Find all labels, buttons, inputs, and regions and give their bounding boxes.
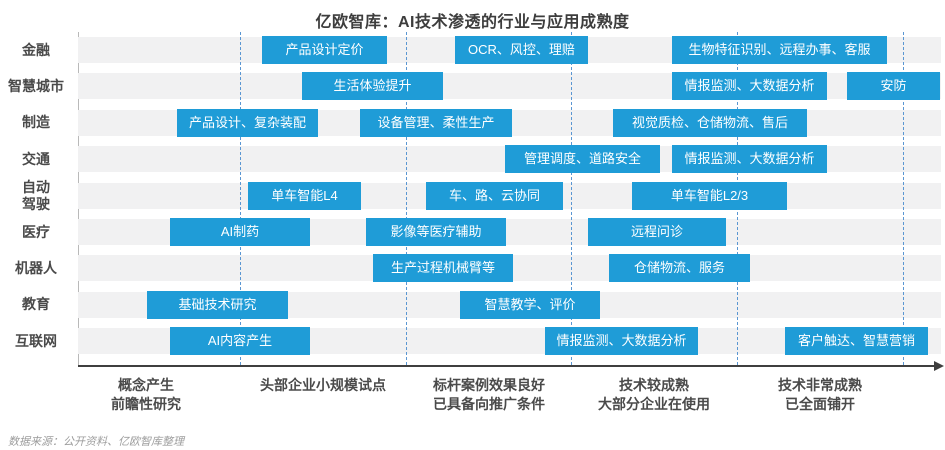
stage-label-line: 前瞻性研究 [111, 396, 181, 412]
industry-label: 机器人 [0, 260, 72, 277]
stage-label-line: 大部分企业在使用 [598, 396, 710, 412]
app-box: 管理调度、道路安全 [505, 145, 660, 174]
stage-label-line: 头部企业小规模试点 [260, 377, 386, 393]
industry-label-line: 金融 [22, 41, 50, 58]
industry-label: 智慧城市 [0, 78, 72, 95]
stage-label: 标杆案例效果良好已具备向推广条件 [394, 376, 584, 414]
industry-label: 交通 [0, 151, 72, 168]
stage-gridline [240, 32, 241, 365]
x-axis-arrow-icon [934, 361, 944, 371]
app-box: 视觉质检、仓储物流、售后 [613, 108, 807, 137]
stage-label-line: 概念产生 [118, 377, 174, 393]
app-box: 设备管理、柔性生产 [360, 108, 512, 137]
stage-label-line: 技术较成熟 [619, 377, 689, 393]
stage-gridline [903, 32, 904, 365]
industry-label-line: 交通 [22, 150, 50, 167]
industry-label-line: 教育 [22, 296, 50, 313]
app-box: 车、路、云协同 [426, 181, 563, 210]
industry-label: 医疗 [0, 224, 72, 241]
app-box: AI内容产生 [170, 327, 310, 356]
industry-label-line: 智慧城市 [8, 77, 64, 94]
app-box: 生活体验提升 [302, 72, 443, 101]
app-box: 单车智能L2/3 [632, 181, 787, 210]
app-box: AI制药 [170, 218, 310, 246]
app-box: 生物特征识别、远程办事、客服 [672, 36, 887, 64]
industry-label: 制造 [0, 114, 72, 131]
industry-label: 教育 [0, 296, 72, 313]
app-box: 远程问诊 [588, 218, 726, 246]
data-source-note: 数据来源：公开资料、亿欧智库整理 [8, 436, 184, 448]
industry-label-line: 医疗 [22, 223, 50, 240]
x-axis-line [78, 365, 936, 367]
stage-gridline [571, 32, 572, 365]
app-box: 客户触达、智慧营销 [785, 327, 928, 356]
stage-label-line: 已全面铺开 [785, 396, 855, 412]
stage-label: 技术较成熟大部分企业在使用 [559, 376, 749, 414]
app-box: 智慧教学、评价 [460, 290, 600, 319]
stage-label: 概念产生前瞻性研究 [51, 376, 241, 414]
app-box: 单车智能L4 [248, 181, 361, 210]
app-box: 情报监测、大数据分析 [545, 327, 698, 356]
industry-label-line: 自动 [22, 178, 50, 195]
industry-label-line: 驾驶 [22, 195, 50, 212]
app-box: 产品设计定价 [262, 36, 387, 64]
chart-title: 亿欧智库：AI技术渗透的行业与应用成熟度 [315, 14, 630, 31]
industry-label: 金融 [0, 42, 72, 59]
app-box: OCR、风控、理赔 [455, 36, 588, 64]
app-box: 仓储物流、服务 [609, 254, 750, 283]
app-box: 生产过程机械臂等 [373, 254, 513, 283]
stage-label-line: 技术非常成熟 [778, 377, 862, 393]
app-box: 影像等医疗辅助 [366, 218, 506, 246]
industry-label: 互联网 [0, 333, 72, 350]
industry-label: 自动驾驶 [0, 179, 72, 213]
app-box: 基础技术研究 [147, 290, 288, 319]
stage-label-line: 已具备向推广条件 [433, 396, 545, 412]
stage-label-line: 标杆案例效果良好 [433, 377, 545, 393]
stage-gridline [406, 32, 407, 365]
app-box: 情报监测、大数据分析 [672, 145, 827, 174]
app-box: 产品设计、复杂装配 [177, 108, 318, 137]
industry-label-line: 互联网 [15, 332, 57, 349]
app-box: 安防 [847, 72, 940, 101]
industry-label-line: 机器人 [15, 259, 57, 276]
app-box: 情报监测、大数据分析 [672, 72, 827, 101]
industry-label-line: 制造 [22, 114, 50, 131]
stage-label: 技术非常成熟已全面铺开 [725, 376, 915, 414]
stage-label: 头部企业小规模试点 [228, 376, 418, 395]
